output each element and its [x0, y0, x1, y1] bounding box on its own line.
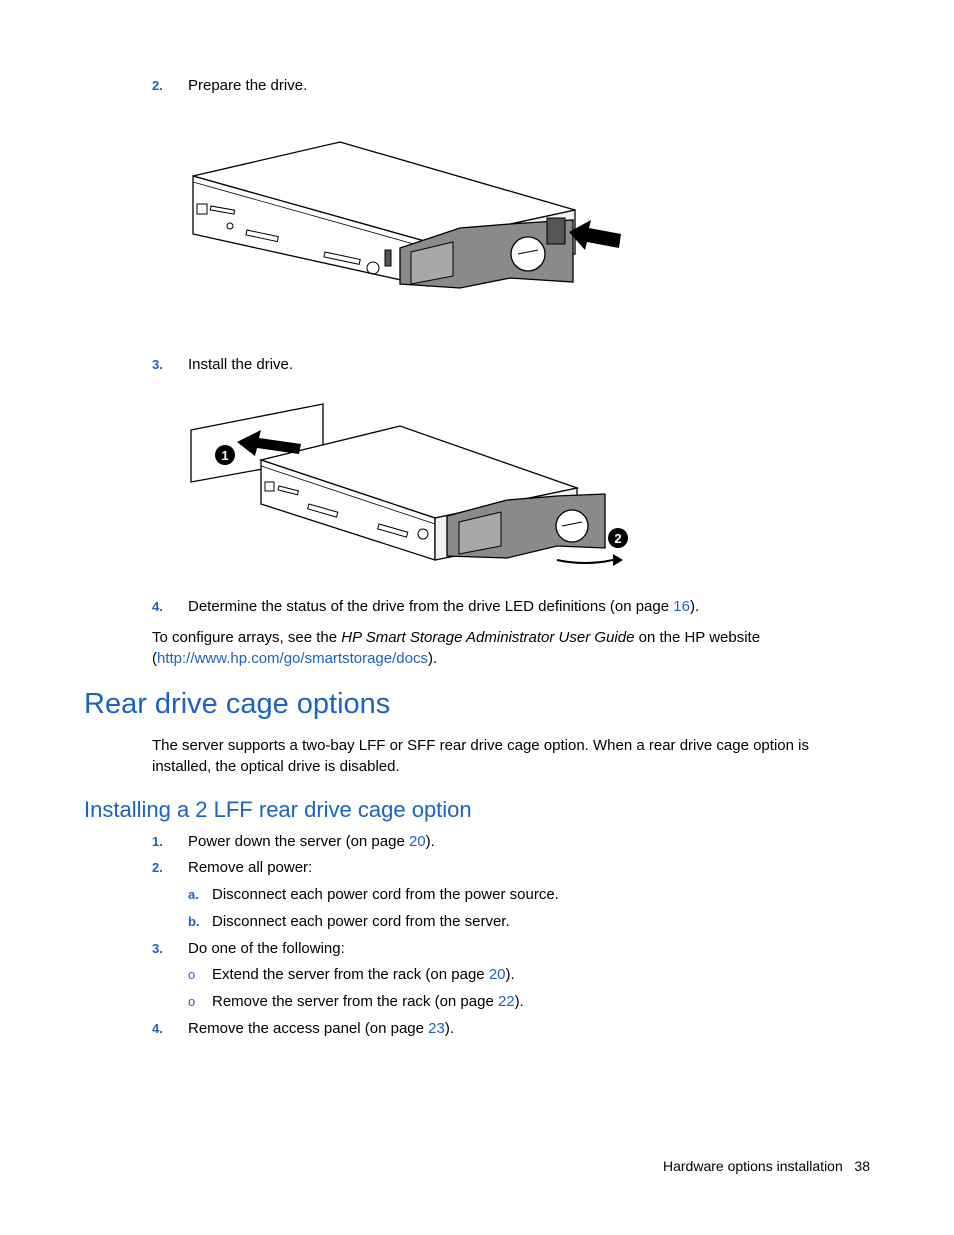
step-text: Prepare the drive.: [188, 77, 308, 94]
footer-section: Hardware options installation: [662, 1158, 843, 1174]
substep-text: Remove the server from the rack (on page…: [212, 993, 524, 1010]
step-number: 3.: [152, 941, 163, 956]
substep-text: Disconnect each power cord from the serv…: [212, 913, 510, 930]
step-text: Remove the access panel (on page 23).: [188, 1020, 455, 1037]
step-text: Remove all power:: [188, 859, 313, 876]
bullet-marker: o: [188, 994, 196, 1009]
page-footer: Hardware options installation 38: [663, 1158, 870, 1174]
step-number: 4.: [152, 1021, 163, 1036]
page-link[interactable]: 20: [488, 966, 506, 983]
page-link[interactable]: 22: [497, 993, 515, 1010]
page-number: 38: [854, 1158, 870, 1174]
subsection-title: Installing a 2 LFF rear drive cage optio…: [84, 797, 472, 822]
substep-marker: b.: [188, 914, 200, 929]
section-body: The server supports a two-bay LFF or SFF…: [152, 737, 809, 775]
configure-paragraph: To configure arrays, see the HP Smart St…: [152, 629, 761, 667]
step-text: Determine the status of the drive from t…: [188, 598, 700, 615]
substep-text: Disconnect each power cord from the powe…: [212, 886, 559, 903]
page-link[interactable]: 20: [408, 833, 426, 850]
step-number: 2.: [152, 860, 163, 875]
drive-prepare-illustration: [192, 141, 621, 289]
url-link[interactable]: http://www.hp.com/go/smartstorage/docs: [157, 650, 428, 667]
step-text: Power down the server (on page 20).: [188, 833, 435, 850]
step-number: 3.: [152, 357, 163, 372]
section-title: Rear drive cage options: [84, 688, 391, 720]
substep-text: Extend the server from the rack (on page…: [212, 966, 515, 983]
drive-install-illustration: 1 2: [190, 403, 628, 566]
step-number: 1.: [152, 834, 163, 849]
callout-2: 2: [614, 531, 621, 546]
page-link[interactable]: 23: [428, 1020, 445, 1037]
step-number: 4.: [152, 599, 163, 614]
page-link[interactable]: 16: [673, 598, 690, 615]
bullet-marker: o: [188, 967, 196, 982]
step-number: 2.: [152, 78, 163, 93]
callout-1: 1: [221, 448, 228, 463]
step-text: Do one of the following:: [188, 940, 345, 957]
step-text: Install the drive.: [188, 356, 294, 373]
substep-marker: a.: [188, 887, 199, 902]
